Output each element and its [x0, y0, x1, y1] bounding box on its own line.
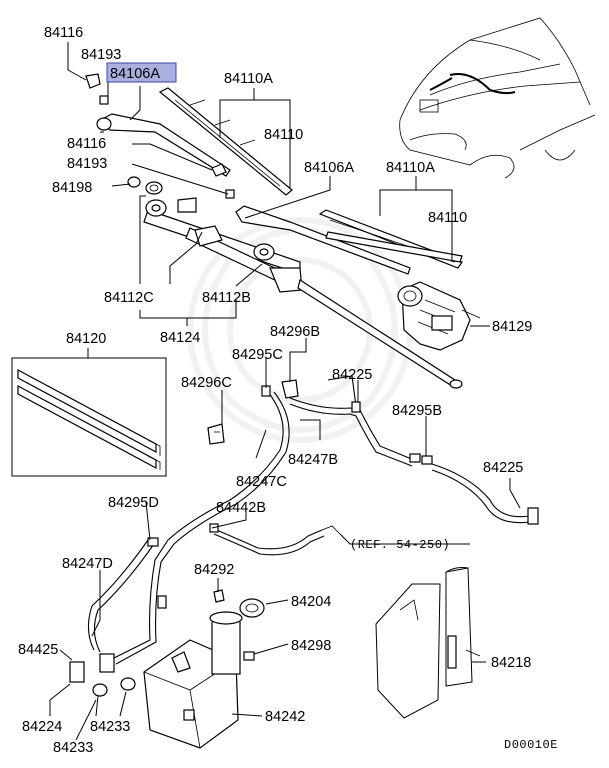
- cap-84204: [239, 598, 265, 618]
- wiper-linkage: [143, 197, 303, 293]
- label-84247C: 84247C: [236, 474, 287, 490]
- refill-box: [11, 357, 167, 477]
- label-84110A-a: 84110A: [224, 71, 273, 87]
- cap-84116-mid: [211, 163, 227, 177]
- label-84106A-b: 84106A: [304, 160, 354, 176]
- label-84193-a: 84193: [81, 47, 121, 63]
- grommet-84292: [213, 589, 225, 603]
- label-84218: 84218: [491, 655, 531, 671]
- leader-lines: [49, 42, 521, 741]
- label-84247D: 84247D: [62, 556, 113, 572]
- wiper-motor: [397, 281, 481, 351]
- wiper-blade-upper: [158, 87, 293, 196]
- label-84295C: 84295C: [232, 347, 283, 363]
- label-84242: 84242: [265, 709, 305, 725]
- label-84233-b: 84233: [53, 740, 93, 756]
- label-84106A-highlight: 84106A: [110, 66, 160, 82]
- tank-84218-outline: [375, 567, 481, 719]
- bushing-84198: [127, 176, 163, 195]
- label-84298: 84298: [291, 638, 331, 654]
- cap-84116-top: [85, 73, 101, 89]
- label-84296B: 84296B: [270, 324, 320, 340]
- reference-text: (REF. 54-250): [350, 538, 450, 552]
- nut-84193-mid: [225, 189, 235, 199]
- label-84116-b: 84116: [67, 136, 106, 152]
- car-location-sketch: [399, 17, 596, 179]
- highlight-84106A: [106, 62, 177, 83]
- label-84225-b: 84225: [483, 460, 523, 476]
- label-84112C: 84112C: [104, 290, 154, 306]
- label-84120: 84120: [66, 331, 106, 347]
- part-labels: 84116 84193 84106A 84110A 84110 84116 84…: [18, 25, 558, 756]
- label-84110-b: 84110: [428, 210, 467, 226]
- label-84198: 84198: [52, 180, 92, 196]
- label-84233-a: 84233: [90, 719, 130, 735]
- label-84292: 84292: [194, 562, 234, 578]
- label-84295B: 84295B: [392, 403, 442, 419]
- label-84110A-b: 84110A: [386, 160, 435, 176]
- wiper-blade-lower: [318, 209, 463, 269]
- washer-hoses: [87, 375, 539, 665]
- label-84296C: 84296C: [181, 375, 232, 391]
- label-84129: 84129: [492, 319, 532, 335]
- label-84193-b: 84193: [67, 156, 107, 172]
- label-84204: 84204: [291, 594, 331, 610]
- joints: [147, 379, 433, 609]
- wiper-arm-upper: [96, 113, 231, 177]
- label-84224: 84224: [22, 719, 62, 735]
- label-84124: 84124: [160, 330, 200, 346]
- label-84116-a: 84116: [44, 25, 83, 41]
- diagram-code: D00010E: [504, 738, 558, 752]
- wiper-arm-lower: [235, 205, 463, 389]
- label-84112B: 84112B: [202, 290, 251, 306]
- label-84225-a: 84225: [332, 367, 372, 383]
- reference-callout: [339, 533, 470, 545]
- label-84442B: 84442B: [216, 500, 266, 516]
- label-84247B: 84247B: [288, 452, 338, 468]
- label-84295D: 84295D: [108, 495, 159, 511]
- washer-pumps: [69, 653, 136, 697]
- label-84110-a: 84110: [264, 127, 303, 143]
- nut-84193-top: [99, 95, 109, 105]
- bolt-84298: [243, 651, 255, 661]
- label-84425: 84425: [18, 642, 58, 658]
- washer-tank: [143, 611, 243, 749]
